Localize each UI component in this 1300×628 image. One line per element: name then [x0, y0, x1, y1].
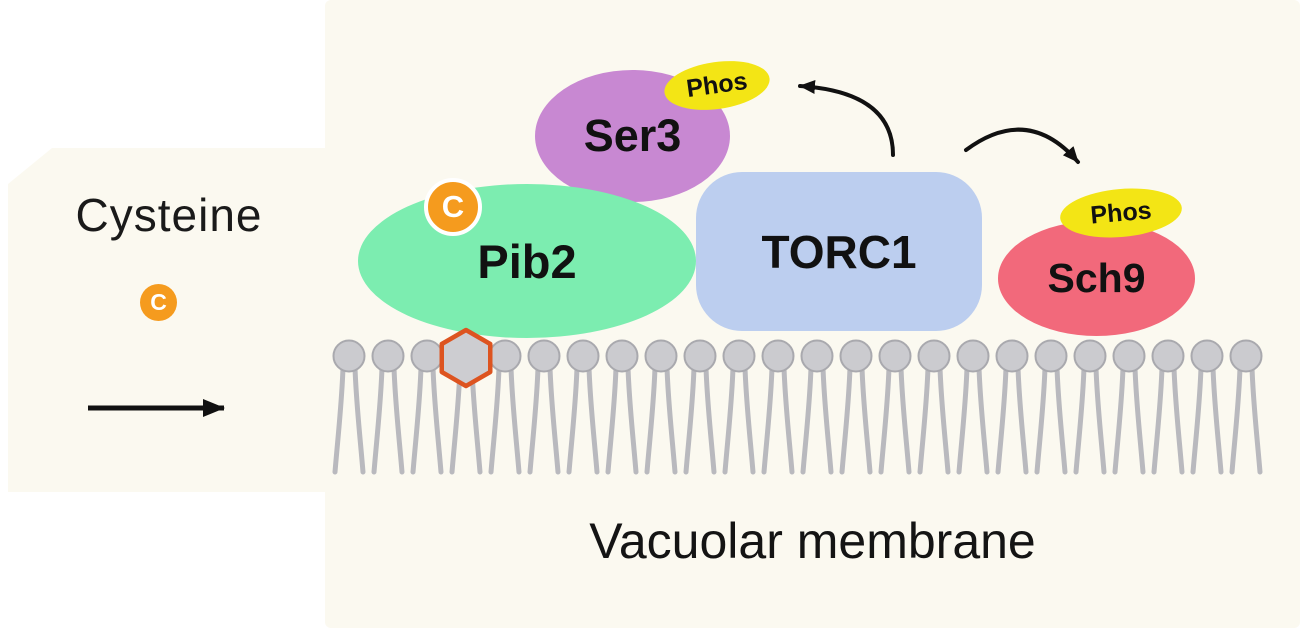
hexagon-lipid-marker-icon — [439, 327, 493, 389]
cysteine-label: Cysteine — [75, 189, 263, 241]
sch9-label: Sch9 — [1047, 255, 1146, 301]
lipid-head — [683, 339, 717, 373]
lipid-head — [917, 339, 951, 373]
torc1-protein: TORC1 — [696, 172, 982, 331]
phosphorylation-arrows — [798, 79, 1080, 164]
lipid-head — [761, 339, 795, 373]
lipid-head — [878, 339, 912, 373]
cysteine-panel: Cysteine C — [8, 148, 330, 492]
lipid-head — [1190, 339, 1224, 373]
lipid-head — [605, 339, 639, 373]
torc1-label: TORC1 — [761, 225, 917, 278]
lipid-head — [800, 339, 834, 373]
pib2-c-badge: C — [424, 178, 482, 236]
ser3-label: Ser3 — [583, 110, 682, 161]
ser3-protein: Ser3 — [535, 70, 730, 202]
pib2-protein: Pib2 — [358, 184, 696, 338]
lipid-head — [995, 339, 1029, 373]
sch9-protein: Sch9 — [998, 221, 1195, 336]
torc1-to-sch9-arrow-icon — [964, 127, 1080, 164]
lipid-head — [527, 339, 561, 373]
cysteine-c-badge: C — [140, 284, 177, 321]
lipid-head — [1073, 339, 1107, 373]
right-arrow-icon — [88, 399, 225, 417]
lipid-head — [1229, 339, 1263, 373]
lipid-head — [956, 339, 990, 373]
lipid-head — [566, 339, 600, 373]
lipid-head — [371, 339, 405, 373]
vacuolar-membrane-label: Vacuolar membrane — [589, 513, 1036, 569]
lipid-head — [1034, 339, 1068, 373]
lipid-head — [644, 339, 678, 373]
torc1-to-ser3-arrow-icon — [798, 79, 895, 157]
lipid-head — [839, 339, 873, 373]
pib2-label: Pib2 — [477, 234, 577, 288]
lipid-head — [1151, 339, 1185, 373]
lipid-head — [722, 339, 756, 373]
lipid-head — [1112, 339, 1146, 373]
lipid-head — [332, 339, 366, 373]
